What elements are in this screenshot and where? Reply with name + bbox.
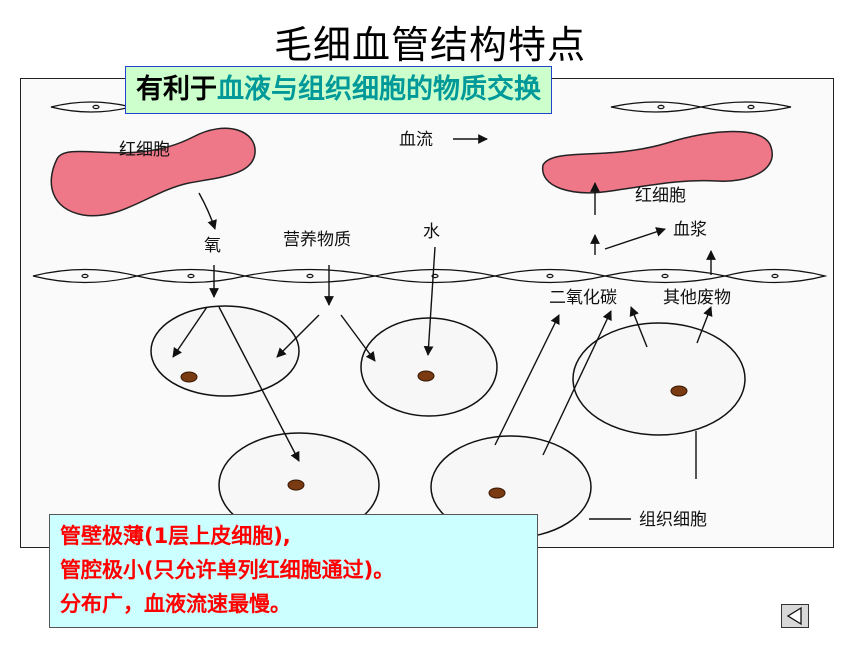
label-other-waste: 其他废物 <box>663 288 731 308</box>
note-line-2: 管腔极小(只允许单列红细胞通过)。 <box>60 558 395 582</box>
label-plasma: 血浆 <box>673 220 707 240</box>
note-line-1: 管壁极薄(1层上皮细胞), <box>60 524 291 548</box>
label-co2: 二氧化碳 <box>549 288 617 308</box>
capillary-wall-bottom <box>32 268 828 284</box>
note-line-3: 分布广，血液流速最慢。 <box>60 592 291 616</box>
label-red-cell-left: 红细胞 <box>119 140 170 160</box>
label-nutrients: 营养物质 <box>283 230 351 250</box>
red-blood-cell-left <box>50 127 256 217</box>
label-water: 水 <box>423 222 440 242</box>
label-red-cell-right: 红细胞 <box>635 186 686 206</box>
tissue-cell-nuclei <box>180 370 688 499</box>
banner-prefix: 有利于 <box>136 74 217 105</box>
exchange-banner: 有利于血液与组织细胞的物质交换 <box>125 66 552 114</box>
triangle-left-icon <box>786 606 802 626</box>
previous-slide-button[interactable] <box>781 604 809 628</box>
tissue-cells <box>150 305 746 539</box>
slide-title: 毛细血管结构特点 <box>273 23 586 67</box>
label-tissue-cell: 组织细胞 <box>639 510 707 530</box>
capillary-diagram: 红细胞 血流 红细胞 氧 营养物质 水 血浆 二氧化碳 其他废物 组织细胞 <box>20 78 834 548</box>
diffusion-arrows <box>172 134 716 462</box>
red-blood-cell-right <box>542 130 773 194</box>
features-note-box: 管壁极薄(1层上皮细胞), 管腔极小(只允许单列红细胞通过)。 分布广，血液流速… <box>49 514 538 628</box>
label-blood-flow: 血流 <box>399 130 433 150</box>
label-oxygen: 氧 <box>204 236 221 256</box>
banner-highlight: 血液与组织细胞的物质交换 <box>217 74 541 105</box>
